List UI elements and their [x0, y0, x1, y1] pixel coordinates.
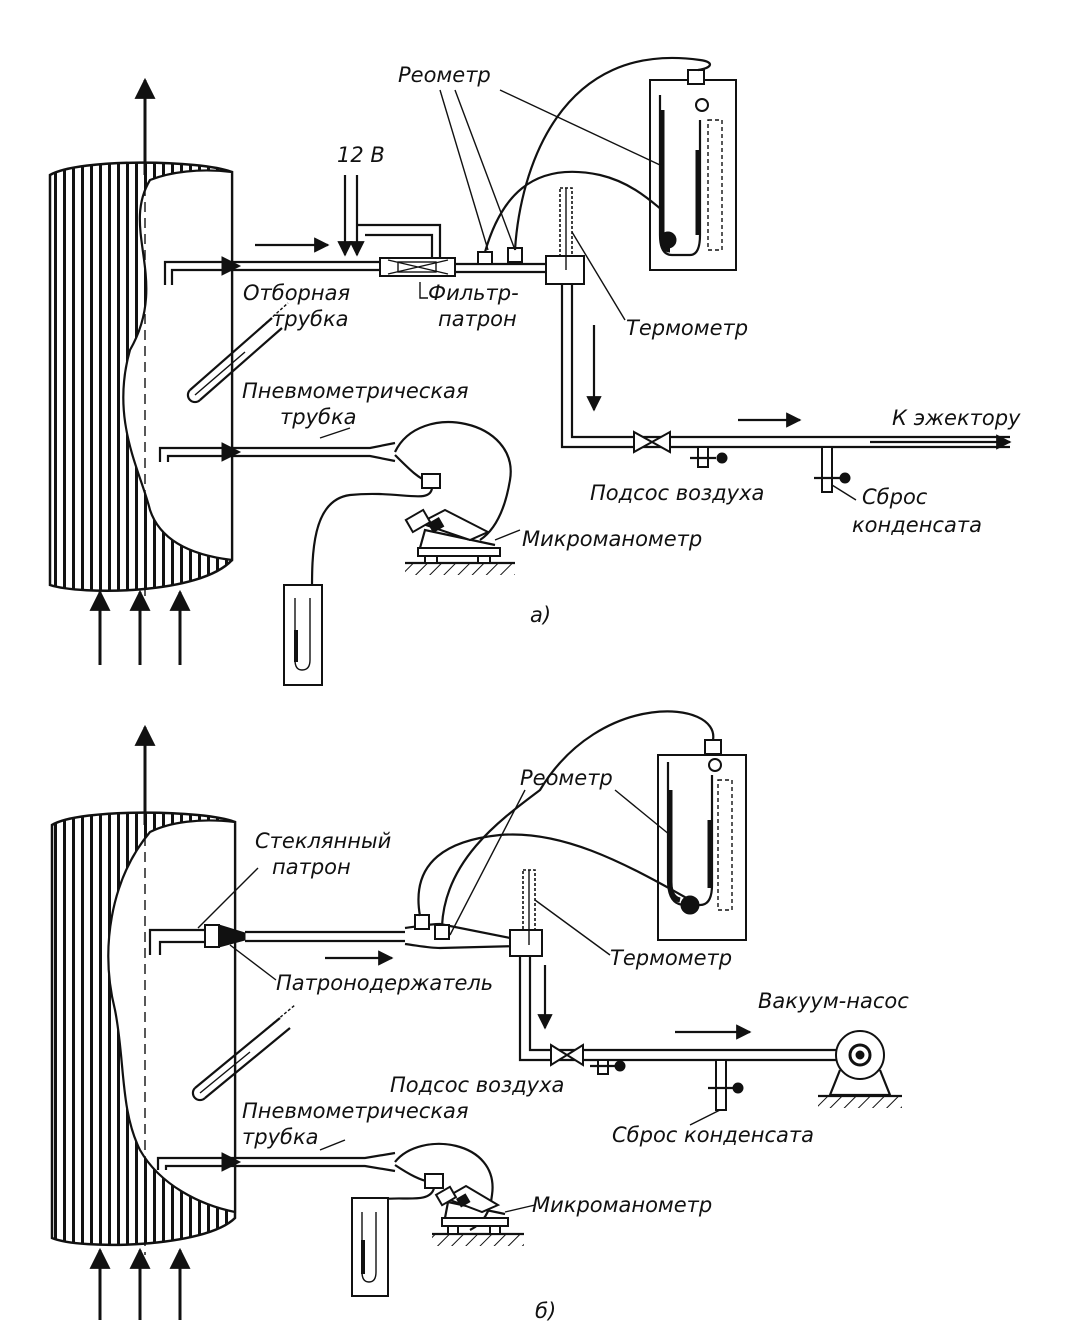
- micromanometer-b: [432, 1184, 524, 1246]
- pitot-label-a-1: Пневмометрическая: [242, 379, 469, 403]
- glass-cartridge-label-b-2: патрон: [272, 855, 351, 879]
- filter-label-a-1: Фильтр-: [428, 281, 519, 305]
- holder-leader-b: [229, 944, 277, 981]
- duct-b: [50, 811, 237, 1255]
- condensate-leader-b: [689, 1109, 721, 1126]
- micromanometer-leader-a: [494, 529, 521, 541]
- valve-b: [550, 1043, 584, 1067]
- sampling-tube-label-a-2: трубка: [272, 307, 349, 331]
- condensate-label-a-2: конденсата: [852, 513, 982, 537]
- filter-cartridge-a: [379, 257, 456, 277]
- pitot-tube-a: [158, 427, 396, 463]
- u-manometer-b: [351, 1197, 389, 1297]
- micromanometer-a: [404, 508, 515, 575]
- air-suction-tap-a: [690, 446, 728, 468]
- pitot-tube-b: [156, 1139, 396, 1173]
- outlet-line-a: [560, 284, 1012, 450]
- thermometer-leader-b: [534, 899, 611, 956]
- filter-label-a-2: патрон: [438, 307, 517, 331]
- condensate-label-a-1: Сброс: [862, 485, 928, 509]
- reometer-tees-b: [404, 914, 521, 950]
- sampling-tube-label-a-1: Отборная: [243, 281, 350, 305]
- flow-in-arrows-a: [89, 589, 191, 665]
- reometer-label-b: Реометр: [520, 766, 613, 790]
- voltage-label-a: 12 В: [337, 143, 385, 167]
- thermometer-label-b: Термометр: [610, 946, 732, 970]
- air-suction-tap-b: [590, 1059, 626, 1075]
- reometer-leaders-a: [439, 89, 661, 251]
- micromanometer-label-a: Микроманометр: [522, 527, 702, 551]
- glass-cartridge-label-b-1: Стеклянный: [255, 829, 391, 853]
- diagram-b: Реометр Стеклянный патрон Патронодержате…: [50, 710, 909, 1323]
- reometer-b: [657, 739, 747, 941]
- heater-leads-a: [337, 175, 442, 258]
- valve-a: [633, 430, 671, 454]
- pitot-hoses-a: [310, 421, 512, 601]
- labels-a: 12 В Реометр Отборная трубка Фильтр- пат…: [242, 63, 1021, 627]
- glass-cartridge-leader-b: [197, 867, 259, 929]
- reometer-tees-a: [455, 247, 545, 274]
- reometer-a: [649, 69, 737, 271]
- micromanometer-label-b: Микроманометр: [532, 1193, 712, 1217]
- duct-thermometer-a: [186, 302, 289, 404]
- condensate-leader-a: [831, 484, 857, 501]
- outlet-line-b: [518, 956, 845, 1062]
- flow-in-arrows-b: [89, 1247, 191, 1320]
- vacuum-pump-label-b: Вакуум-насос: [758, 989, 909, 1013]
- pitot-label-a-2: трубка: [280, 405, 357, 429]
- pitot-label-b-2: трубка: [242, 1125, 319, 1149]
- diagram-a: 12 В Реометр Отборная трубка Фильтр- пат…: [48, 56, 1021, 686]
- micromanometer-leader-b: [504, 1204, 536, 1213]
- condensate-tap-b: [708, 1059, 744, 1111]
- reometer-hoses-a: [483, 56, 711, 253]
- sampling-tube-a: [163, 256, 380, 285]
- reometer-leaders-b: [449, 789, 671, 936]
- condensate-tap-a: [814, 446, 851, 493]
- duct-a: [48, 161, 234, 600]
- air-suction-label-a: Подсос воздуха: [590, 481, 764, 505]
- ejector-label-a: К эжектору: [892, 406, 1021, 430]
- reometer-label-a: Реометр: [398, 63, 491, 87]
- thermometer-a: [545, 187, 585, 285]
- holder-label-b: Патронодержатель: [276, 971, 493, 995]
- pitot-label-b-1: Пневмометрическая: [242, 1099, 469, 1123]
- vacuum-pump-b: [818, 1030, 902, 1108]
- thermometer-leader-a: [571, 231, 626, 321]
- glass-cartridge-b: [148, 924, 405, 955]
- reometer-hoses-b: [417, 710, 715, 927]
- u-manometer-a: [283, 584, 323, 686]
- thermometer-b: [509, 869, 543, 957]
- filter-leader-a: [419, 282, 428, 299]
- duct-thermometer-b: [191, 1004, 296, 1102]
- caption-a: а): [530, 603, 551, 627]
- labels-b: Реометр Стеклянный патрон Патронодержате…: [242, 766, 909, 1323]
- condensate-label-b: Сброс конденсата: [612, 1123, 814, 1147]
- air-suction-label-b: Подсос воздуха: [390, 1073, 564, 1097]
- caption-b: б): [535, 1299, 556, 1323]
- thermometer-label-a: Термометр: [626, 316, 748, 340]
